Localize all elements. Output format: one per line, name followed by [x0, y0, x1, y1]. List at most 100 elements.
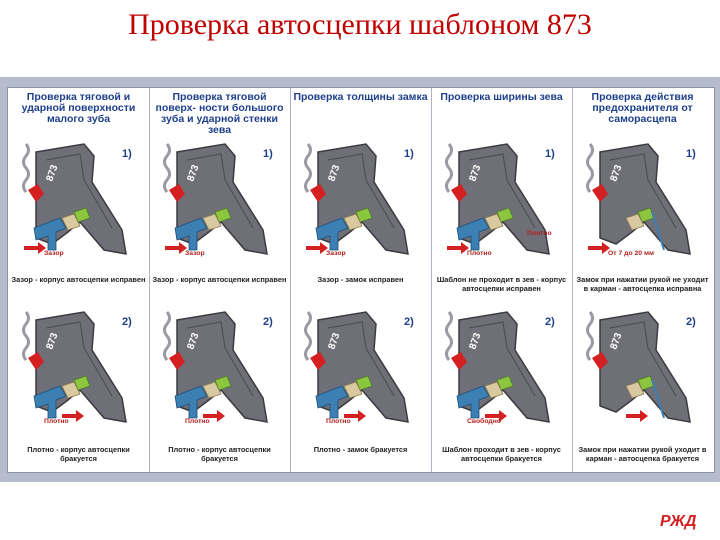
coupler-figure-bottom: 873 — [163, 311, 268, 423]
chain-links — [445, 143, 453, 193]
step-number: 1) — [263, 148, 273, 160]
column-header: Проверка действия предохранителя от само… — [591, 91, 694, 125]
template-blue — [456, 385, 490, 419]
column-header: Проверка ширины зева — [440, 91, 563, 103]
svg-text:РЖД: РЖД — [660, 513, 697, 530]
lock-beige — [343, 213, 363, 231]
lock-beige — [202, 213, 222, 231]
safety-rod — [651, 211, 665, 251]
result-caption: Зазор - корпус автосцепки исправен — [152, 275, 287, 284]
coupler-contour — [45, 321, 113, 397]
coupler-figure-bottom: 873 — [22, 311, 127, 423]
lock-beige — [625, 381, 645, 399]
result-caption: Зазор - корпус автосцепки исправен — [11, 275, 146, 284]
red-detail — [451, 184, 467, 202]
step-number: 1) — [404, 148, 414, 160]
result-caption: Плотно - замок бракуется — [313, 445, 408, 454]
lock-beige — [61, 213, 81, 231]
coupler-contour — [468, 153, 536, 229]
lock-beige — [61, 381, 81, 399]
coupler-contour — [186, 321, 254, 397]
lock-beige — [202, 381, 222, 399]
red-detail — [310, 184, 326, 202]
measure-label: Плотно — [527, 230, 552, 237]
chain-links — [163, 311, 171, 361]
step-number: 2) — [545, 316, 555, 328]
indicator-arrow — [344, 410, 366, 422]
coupler-contour — [609, 321, 677, 397]
result-caption: Плотно - корпус автосцепки бракуется — [27, 445, 130, 463]
coupler-body — [599, 311, 691, 423]
chain-links — [163, 143, 171, 193]
template-blue — [33, 217, 67, 251]
chain-links — [304, 311, 312, 361]
red-detail — [592, 352, 608, 370]
diagram-panel: Проверка тяговой и ударной поверхности м… — [7, 87, 715, 473]
measure-label: Свободно — [467, 418, 501, 425]
column-header: Проверка толщины замка — [293, 91, 428, 103]
red-detail — [451, 352, 467, 370]
chain-links — [445, 311, 453, 361]
step-number: 2) — [404, 316, 414, 328]
poster: Проверка тяговой и ударной поверхности м… — [0, 77, 720, 482]
step-number: 2) — [263, 316, 273, 328]
indicator-arrow — [165, 242, 187, 254]
chain-links — [586, 311, 594, 361]
step-number: 1) — [122, 148, 132, 160]
red-detail — [28, 352, 44, 370]
coupler-figure-top: 873 — [163, 143, 268, 255]
safety-rod — [651, 379, 665, 419]
coupler-figure-bottom: 873 — [304, 311, 409, 423]
step-number: 1) — [545, 148, 555, 160]
measure-label: Плотно — [467, 250, 492, 257]
indicator-arrow — [62, 410, 84, 422]
coupler-contour — [327, 321, 395, 397]
red-detail — [592, 184, 608, 202]
coupler-contour — [186, 153, 254, 229]
check-column-5: Проверка действия предохранителя от само… — [572, 88, 713, 472]
slide-title: Проверка автосцепки шаблоном 873 — [128, 8, 592, 41]
coupler-figure-top: 873 — [445, 143, 550, 255]
coupler-figure-top: 873 — [586, 143, 691, 255]
result-caption: Плотно - корпус автосцепки бракуется — [168, 445, 271, 463]
column-header: Проверка тяговой поверх- ности большого … — [155, 91, 284, 136]
coupler-figure-bottom: 873 — [445, 311, 550, 423]
indicator-arrow — [24, 242, 46, 254]
template-blue — [174, 385, 208, 419]
result-caption: Замок при нажатии рукой уходит в карман … — [578, 445, 707, 463]
column-header: Проверка тяговой и ударной поверхности м… — [21, 91, 136, 125]
step-number: 2) — [686, 316, 696, 328]
step-number: 2) — [122, 316, 132, 328]
result-caption: Шаблон проходит в зев - корпус автосцепк… — [442, 445, 561, 463]
rzd-logo: РЖД — [660, 513, 697, 530]
chain-links — [22, 143, 30, 193]
red-detail — [310, 352, 326, 370]
result-caption: Зазор - замок исправен — [317, 275, 404, 284]
measure-label: От 7 до 20 мм — [608, 250, 655, 257]
measure-label: Плотно — [185, 418, 210, 425]
lock-beige — [484, 213, 504, 231]
red-detail — [169, 184, 185, 202]
chain-links — [304, 143, 312, 193]
lock-beige — [343, 381, 363, 399]
measure-label: Зазор — [44, 250, 64, 257]
coupler-figure-top: 873 — [304, 143, 409, 255]
template-blue — [315, 385, 349, 419]
step-number: 1) — [686, 148, 696, 160]
indicator-arrow — [306, 242, 328, 254]
coupler-contour — [45, 153, 113, 229]
template-blue — [456, 217, 490, 251]
indicator-arrow — [447, 242, 469, 254]
template-blue — [315, 217, 349, 251]
coupler-contour — [609, 153, 677, 229]
indicator-arrow — [203, 410, 225, 422]
chain-links — [586, 143, 594, 193]
chain-links — [22, 311, 30, 361]
red-detail — [28, 184, 44, 202]
coupler-contour — [327, 153, 395, 229]
template-blue — [174, 217, 208, 251]
indicator-arrow — [485, 410, 507, 422]
red-detail — [169, 352, 185, 370]
